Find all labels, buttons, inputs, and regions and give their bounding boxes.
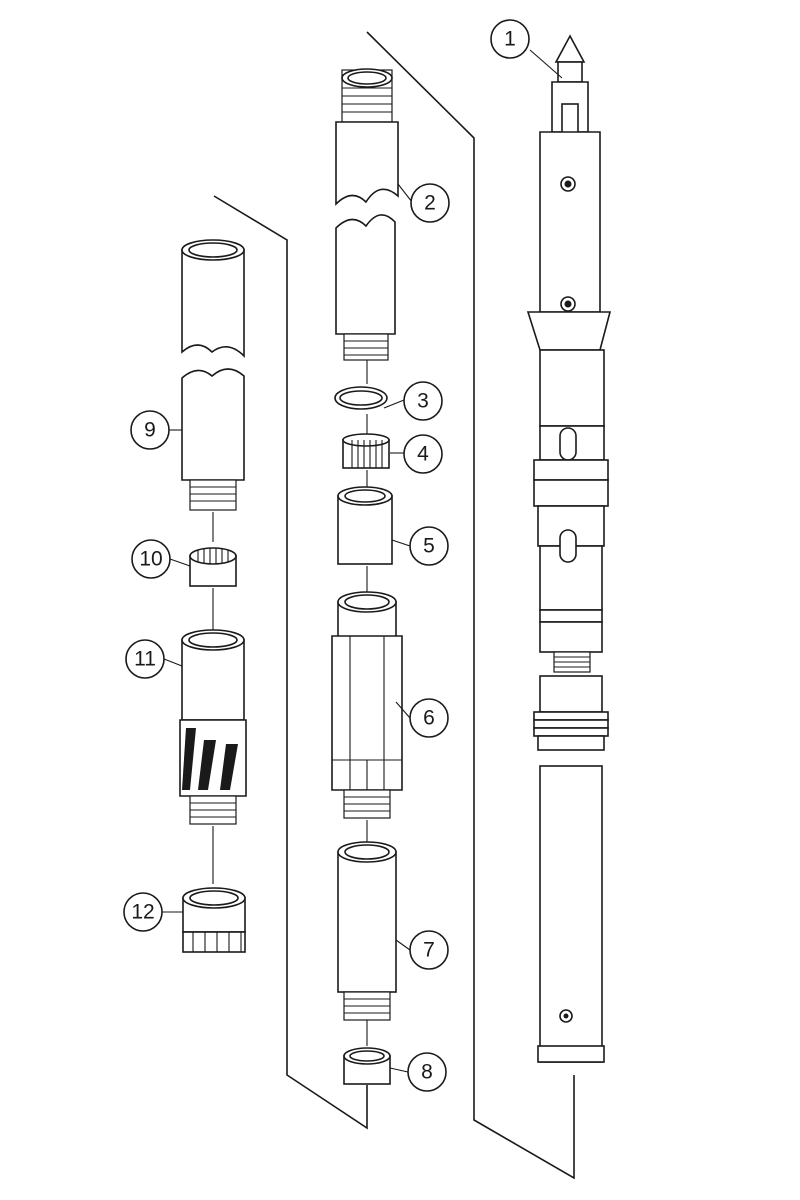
svg-text:5: 5: [423, 535, 435, 558]
part-7-extension: [337, 841, 397, 1021]
svg-text:4: 4: [417, 443, 429, 466]
callout-5: 5: [409, 526, 449, 566]
part-4-core-lifter: [342, 433, 390, 469]
part-12-drill-bit: [182, 887, 246, 953]
callout-11: 11: [125, 639, 165, 679]
callout-2: 2: [410, 183, 450, 223]
svg-text:10: 10: [139, 548, 162, 571]
callout-3: 3: [403, 381, 443, 421]
part-1-head-assembly: [526, 34, 612, 1063]
callout-9: 9: [130, 410, 170, 450]
callout-8: 8: [407, 1052, 447, 1092]
callout-10: 10: [131, 539, 171, 579]
part-5-sleeve: [337, 486, 393, 565]
callout-7: 7: [409, 930, 449, 970]
part-9-core-barrel: [181, 239, 245, 511]
callout-6: 6: [409, 698, 449, 738]
callout-4: 4: [403, 434, 443, 474]
svg-text:9: 9: [144, 419, 156, 442]
part-3-split-ring: [334, 386, 388, 410]
part-2-inner-tube: [335, 68, 399, 361]
part-6-hex-sub: [331, 591, 403, 819]
svg-text:6: 6: [423, 707, 435, 730]
leader-lines: [162, 49, 563, 1073]
part-8-stop-ring: [343, 1047, 391, 1085]
svg-text:7: 7: [423, 939, 435, 962]
svg-text:8: 8: [421, 1061, 433, 1084]
bracket-left: [213, 195, 368, 1130]
svg-text:2: 2: [424, 192, 436, 215]
svg-text:3: 3: [417, 390, 429, 413]
svg-text:1: 1: [504, 28, 516, 51]
callout-1: 1: [490, 19, 530, 59]
svg-text:11: 11: [134, 648, 156, 671]
callout-12: 12: [123, 892, 163, 932]
svg-text:12: 12: [131, 901, 154, 924]
part-10-core-lifter: [189, 547, 237, 587]
part-11-reaming-shell: [179, 629, 247, 825]
bracket-right: [366, 31, 575, 1180]
